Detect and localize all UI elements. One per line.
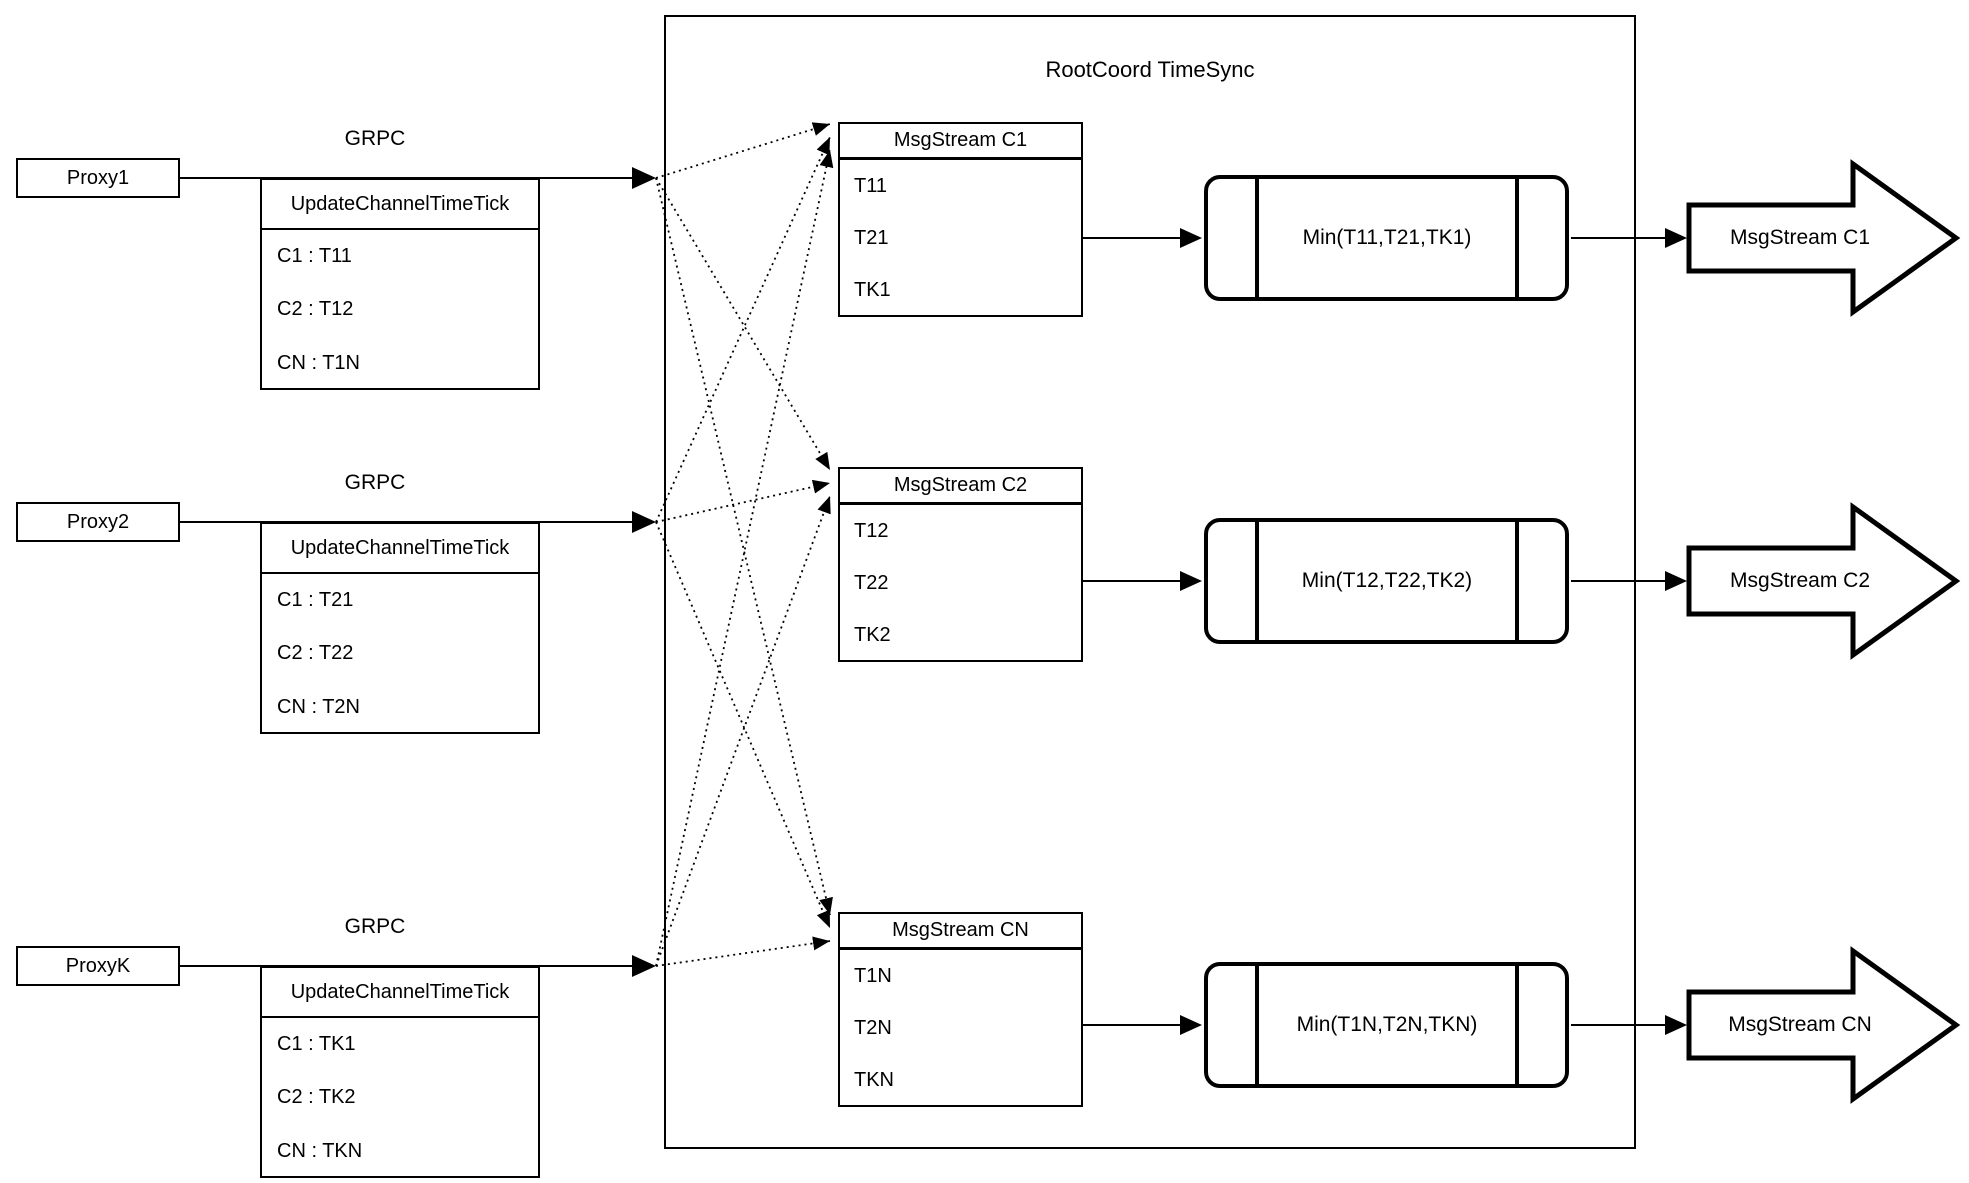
update-channel-body: C1 : T11 C2 : T12 CN : T1N [262, 230, 538, 390]
msgstream-table: MsgStream C1 T11 T21 TK1 [838, 122, 1083, 317]
msgstream-value: T2N [854, 1016, 892, 1039]
rootcoord-box: RootCoord TimeSync [664, 15, 1636, 1149]
output-arrow-label: MsgStream C1 [1729, 226, 1871, 249]
update-channel-entry: C1 : TK1 [277, 1033, 356, 1056]
update-channel-entry: CN : TKN [277, 1139, 363, 1162]
msgstream-header: MsgStream C2 [840, 469, 1081, 505]
update-channel-entry: CN : T2N [277, 695, 360, 718]
min-label: Min(T11,T21,TK1) [1302, 226, 1472, 249]
msgstream-value: T12 [854, 519, 889, 542]
grpc-arrowheads [632, 167, 656, 977]
update-channel-header: UpdateChannelTimeTick [262, 524, 538, 574]
update-channel-box: UpdateChannelTimeTick C1 : T11 C2 : T12 … [260, 178, 540, 390]
grpc-label: GRPC [344, 127, 406, 150]
update-channel-box: UpdateChannelTimeTick C1 : T21 C2 : T22 … [260, 522, 540, 734]
update-channel-header: UpdateChannelTimeTick [262, 968, 538, 1018]
dotted-fanout-lines [655, 122, 834, 967]
msgstream-header: MsgStream CN [840, 914, 1081, 950]
output-arrow-label: MsgStream CN [1728, 1013, 1872, 1036]
output-block-arrow-shapes [1686, 159, 1961, 1104]
msgstream-value: TKN [854, 1068, 894, 1091]
proxy-box: Proxy2 [16, 502, 180, 542]
output-arrow-label: MsgStream C2 [1729, 569, 1871, 592]
min-box-left-cap [1255, 522, 1259, 640]
msgstream-value: T22 [854, 571, 889, 594]
min-to-output-arrowheads [1665, 228, 1687, 1035]
min-box-left-cap [1255, 179, 1259, 297]
msgstream-value: T11 [854, 174, 887, 197]
update-channel-entry: C1 : T11 [277, 245, 352, 268]
grpc-label: GRPC [344, 915, 406, 938]
msgstream-value: TK2 [854, 623, 891, 646]
msgstream-value: T21 [854, 226, 889, 249]
update-channel-entry: C2 : TK2 [277, 1086, 356, 1109]
min-box-right-cap [1515, 179, 1519, 297]
proxy-label: Proxy2 [66, 510, 130, 533]
proxy-label: Proxy1 [66, 166, 130, 189]
stream-to-min-arrows [1083, 237, 1186, 1026]
update-channel-entry: C1 : T21 [277, 589, 354, 612]
min-box: Min(T1N,T2N,TKN) [1204, 962, 1569, 1088]
msgstream-body: T1N T2N TKN [840, 950, 1081, 1106]
msgstream-value: TK1 [854, 278, 891, 301]
update-channel-entry: C2 : T12 [277, 298, 354, 321]
grpc-label: GRPC [344, 471, 406, 494]
update-channel-entry: CN : T1N [277, 351, 360, 374]
msgstream-header: MsgStream C1 [840, 124, 1081, 160]
proxy-box: ProxyK [16, 946, 180, 986]
msgstream-body: T12 T22 TK2 [840, 505, 1081, 661]
stream-to-min-arrowheads [1180, 228, 1202, 1035]
rootcoord-title: RootCoord TimeSync [1045, 57, 1255, 82]
min-label: Min(T12,T22,TK2) [1301, 569, 1473, 592]
min-to-output-arrows [1571, 237, 1671, 1026]
min-box-left-cap [1255, 966, 1259, 1084]
min-box-right-cap [1515, 522, 1519, 640]
update-channel-body: C1 : T21 C2 : T22 CN : T2N [262, 574, 538, 734]
proxy-label: ProxyK [65, 954, 131, 977]
msgstream-body: T11 T21 TK1 [840, 160, 1081, 316]
min-box-right-cap [1515, 966, 1519, 1084]
min-label: Min(T1N,T2N,TKN) [1296, 1013, 1478, 1036]
msgstream-value: T1N [854, 964, 892, 987]
msgstream-table: MsgStream C2 T12 T22 TK2 [838, 467, 1083, 662]
min-box: Min(T12,T22,TK2) [1204, 518, 1569, 644]
update-channel-entry: C2 : T22 [277, 642, 354, 665]
min-box: Min(T11,T21,TK1) [1204, 175, 1569, 301]
update-channel-header: UpdateChannelTimeTick [262, 180, 538, 230]
update-channel-body: C1 : TK1 C2 : TK2 CN : TKN [262, 1018, 538, 1178]
msgstream-table: MsgStream CN T1N T2N TKN [838, 912, 1083, 1107]
proxy-box: Proxy1 [16, 158, 180, 198]
update-channel-box: UpdateChannelTimeTick C1 : TK1 C2 : TK2 … [260, 966, 540, 1178]
